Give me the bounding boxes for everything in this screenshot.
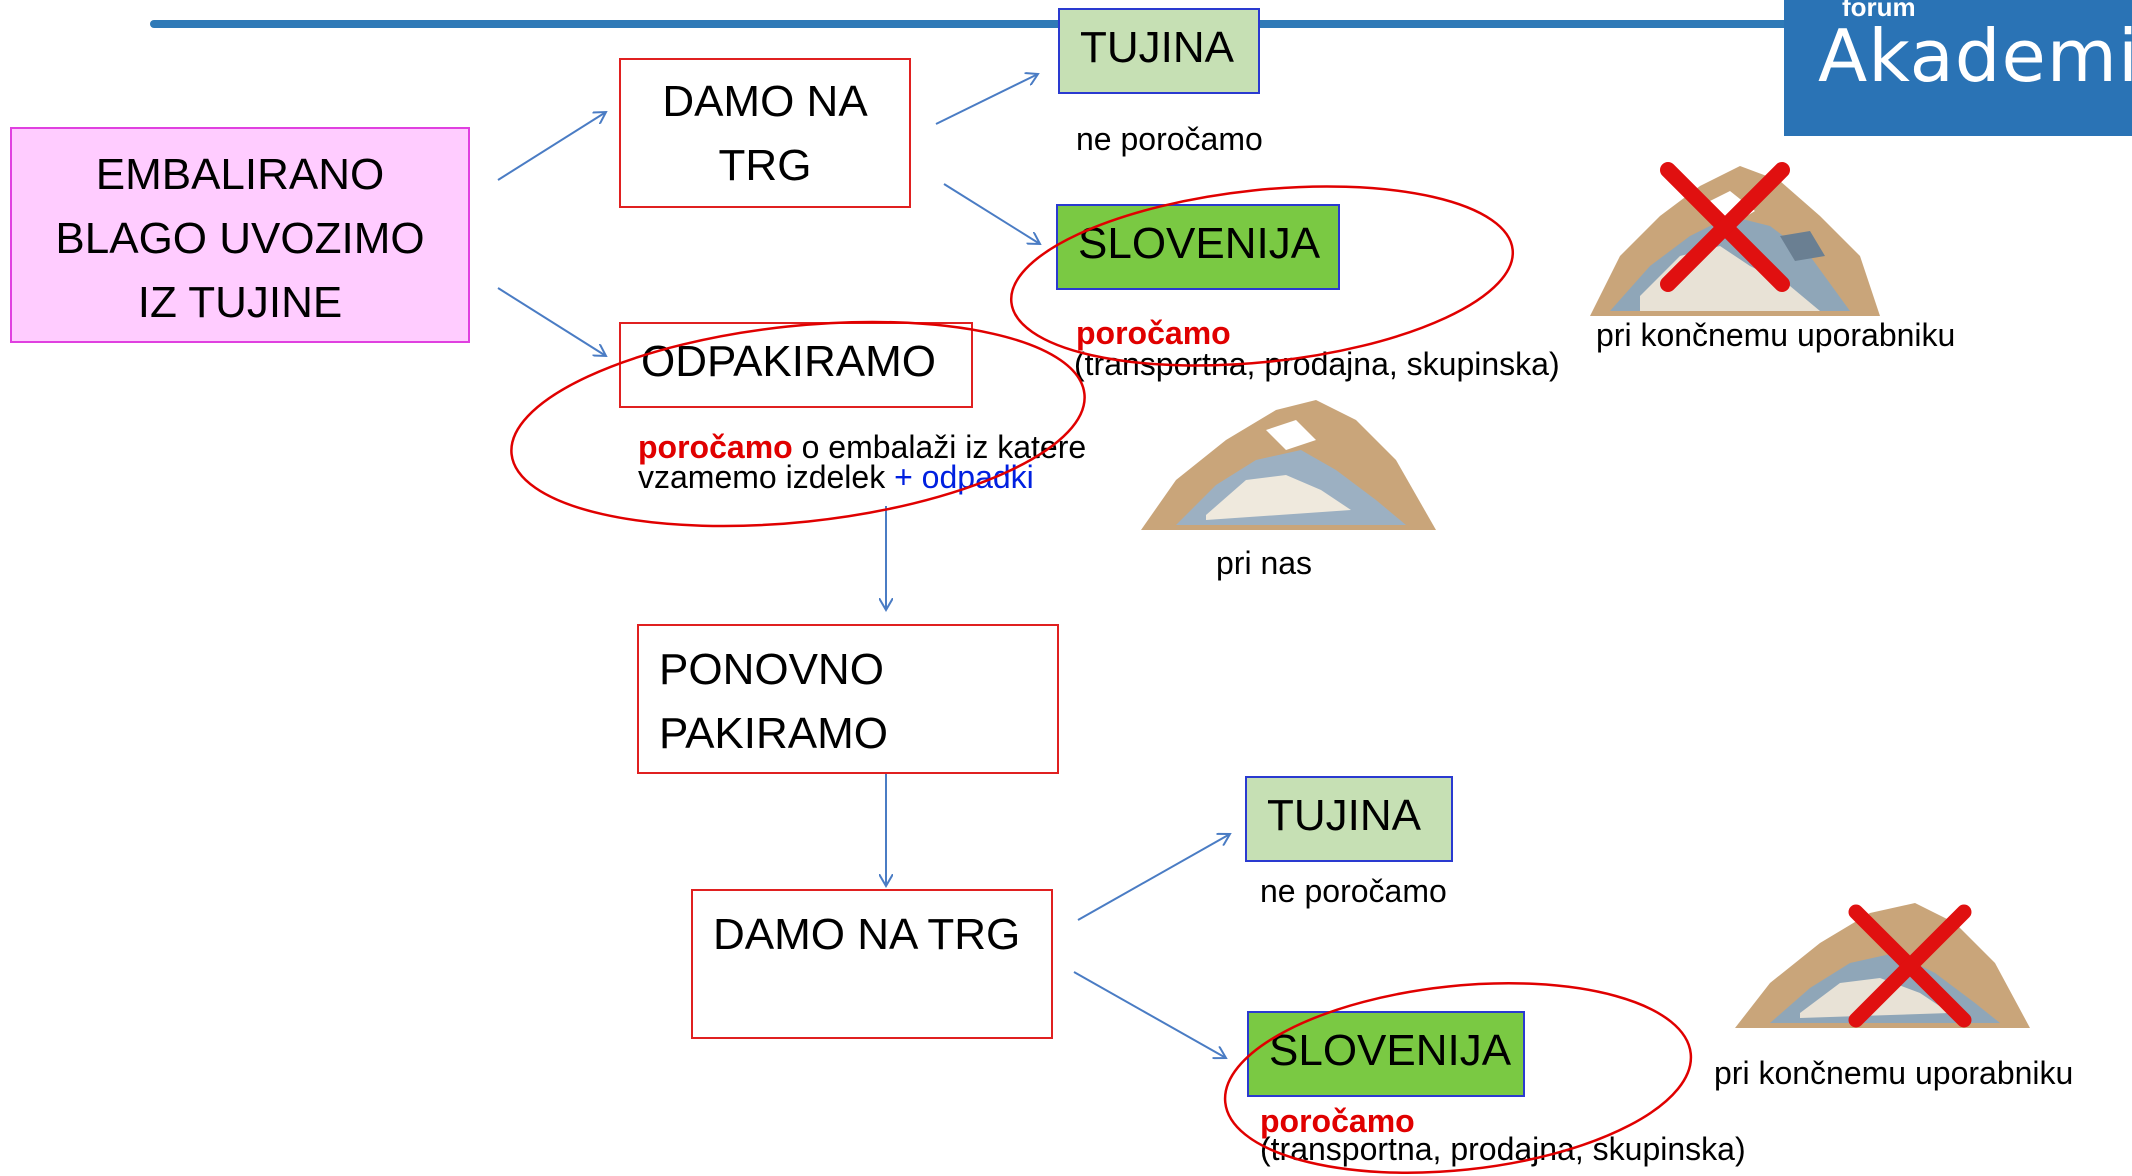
arrow-import-to-unpack bbox=[497, 287, 606, 356]
import-label: EMBALIRANO BLAGO UVOZIMO IZ TUJINE bbox=[55, 150, 425, 327]
tujina-note-1: ne poročamo bbox=[1076, 121, 1263, 157]
slovenija-box-2: SLOVENIJA bbox=[1247, 1011, 1525, 1097]
arrow-market1-to-tujina bbox=[935, 74, 1038, 125]
repack-label: PONOVNO PAKIRAMO bbox=[659, 645, 889, 758]
tujina-note-2: ne poročamo bbox=[1260, 873, 1447, 909]
unpack-box: ODPAKIRAMO bbox=[619, 322, 973, 408]
market-box-2: DAMO NA TRG bbox=[691, 889, 1053, 1039]
forum-akademija-logo: forum Akademija bbox=[1784, 0, 2132, 136]
cross-icon bbox=[1660, 162, 1790, 292]
slovenija-detail-2: (transportna, prodajna, skupinska) bbox=[1260, 1131, 1746, 1167]
enduser-label-1: pri končnemu uporabniku bbox=[1596, 317, 1956, 353]
arrow-market1-to-slovenija bbox=[943, 183, 1040, 244]
market-box-1: DAMO NA TRG bbox=[619, 58, 911, 208]
slovenija-report-1: poročamo bbox=[1076, 315, 1231, 351]
unpack-waste: + odpadki bbox=[894, 459, 1034, 495]
pri-nas-label: pri nas bbox=[1216, 545, 1313, 581]
cross-icon bbox=[1848, 904, 1972, 1028]
header-rule bbox=[150, 20, 1800, 28]
import-box: EMBALIRANO BLAGO UVOZIMO IZ TUJINE bbox=[10, 127, 470, 343]
tujina-label-2: TUJINA bbox=[1267, 791, 1421, 840]
market-label-2: DAMO NA TRG bbox=[713, 910, 1021, 959]
repack-box: PONOVNO PAKIRAMO bbox=[637, 624, 1059, 774]
logo-akademija-text: Akademija bbox=[1818, 14, 2132, 98]
slovenija-label-1: SLOVENIJA bbox=[1078, 219, 1321, 268]
unpack-label: ODPAKIRAMO bbox=[641, 337, 937, 386]
slovenija-box-1: SLOVENIJA bbox=[1056, 204, 1340, 290]
arrow-import-to-market bbox=[497, 112, 606, 181]
waste-pile-icon bbox=[1141, 400, 1436, 530]
enduser-label-2: pri končnemu uporabniku bbox=[1714, 1055, 2074, 1091]
logo-forum-text: forum bbox=[1842, 0, 1916, 22]
slovenija-label-2: SLOVENIJA bbox=[1269, 1026, 1512, 1075]
market-label-1: DAMO NA TRG bbox=[662, 77, 868, 190]
tujina-label-1: TUJINA bbox=[1080, 23, 1234, 72]
tujina-box-1: TUJINA bbox=[1058, 8, 1260, 94]
arrow-market2-to-slovenija bbox=[1073, 971, 1226, 1058]
unpack-detail-2: vzamemo izdelek bbox=[638, 459, 895, 495]
unpack-note-2: vzamemo izdelek + odpadki bbox=[638, 460, 1034, 494]
tujina-box-2: TUJINA bbox=[1245, 776, 1453, 862]
slovenija-detail-1: (transportna, prodajna, skupinska) bbox=[1074, 346, 1560, 382]
arrow-market2-to-tujina bbox=[1077, 834, 1230, 921]
